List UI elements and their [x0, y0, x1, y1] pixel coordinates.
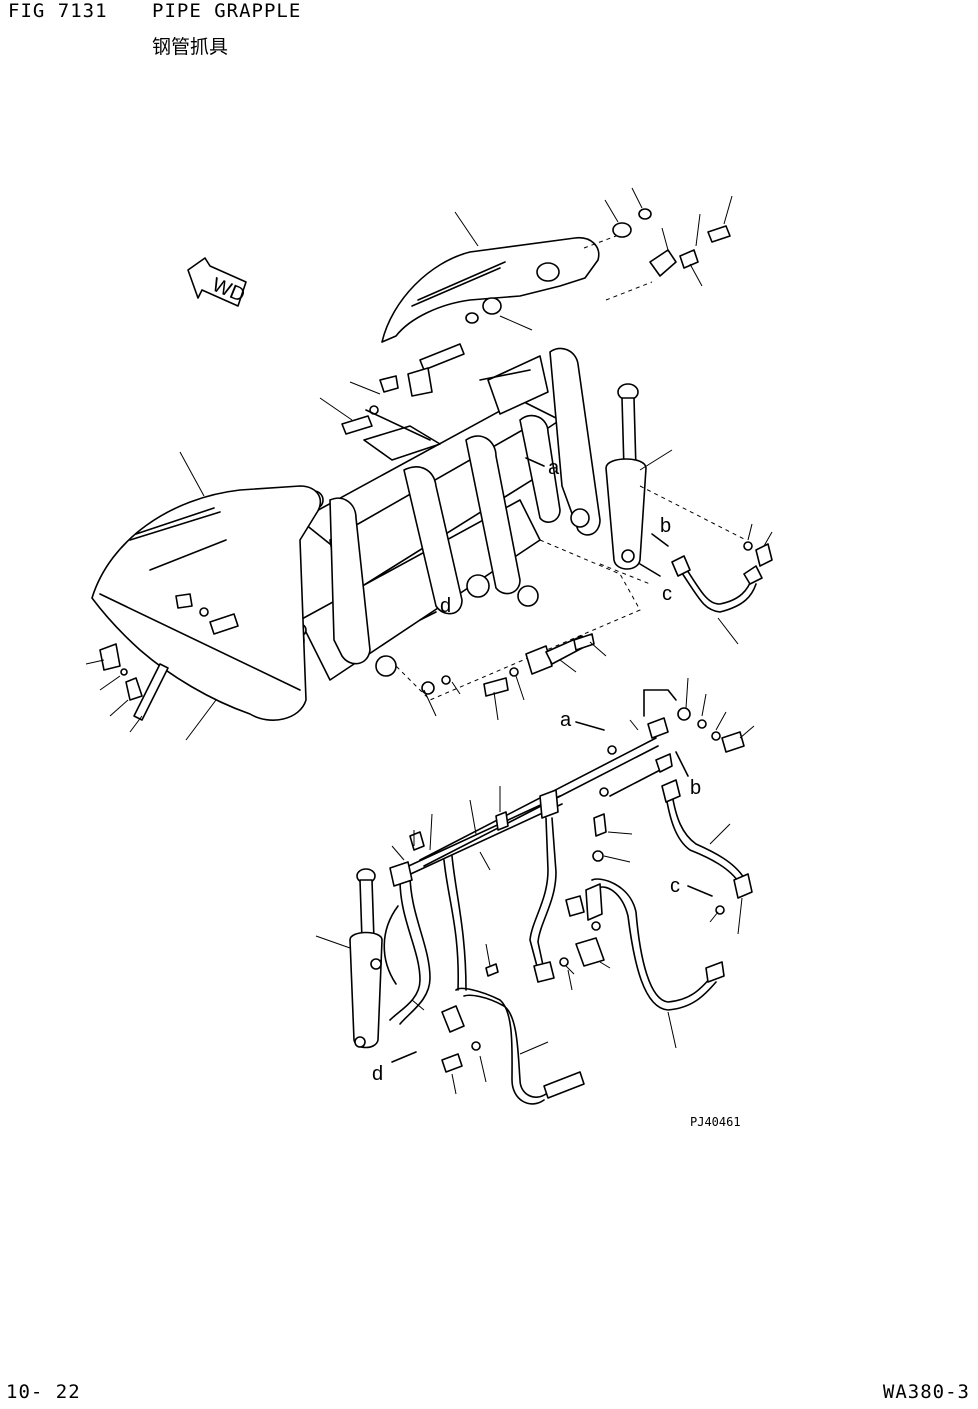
- hydraulic-cylinder-upper: [605, 383, 673, 570]
- hose-lower-right: [585, 779, 753, 1049]
- ref-a-lower: a: [560, 709, 572, 731]
- ref-b-lower: b: [690, 777, 701, 799]
- grapple-frame: [257, 347, 601, 681]
- leader-line: [454, 211, 479, 247]
- forward-arrow-icon: WD: [187, 257, 248, 307]
- pin-upper-left: [319, 343, 465, 435]
- hose-upper-right: [639, 485, 773, 645]
- forward-arrow-label: WD: [209, 274, 248, 307]
- ref-b-upper: b: [660, 515, 671, 537]
- ref-c-upper: c: [662, 583, 672, 605]
- figure-title: PIPE GRAPPLE: [152, 0, 302, 22]
- bracket-hardware: [643, 677, 755, 753]
- drawing-code: PJ40461: [690, 1115, 741, 1129]
- hydraulic-cylinder-lower: [315, 868, 383, 1049]
- ref-c-lower: c: [670, 875, 680, 897]
- grapple-bucket: [91, 451, 322, 721]
- top-clamp-arm: [381, 211, 600, 343]
- fitting-block: [559, 813, 633, 991]
- page-number: 10- 22: [6, 1381, 81, 1403]
- pin-lower-middle: [421, 633, 607, 721]
- lower-left-hardware: [85, 643, 217, 741]
- ref-a-upper: a: [548, 457, 560, 479]
- hose-lower-middle: [441, 943, 585, 1105]
- figure-subtitle: 钢管抓具: [152, 36, 229, 58]
- reference-bracket: [395, 539, 651, 701]
- reference-markers: a b c d a b c d: [372, 457, 713, 1085]
- figure-number: FIG 7131: [8, 0, 108, 22]
- hydraulic-piping-lower: [383, 717, 673, 1025]
- pin-hardware-top: [465, 187, 733, 331]
- ref-d-upper: d: [440, 595, 451, 617]
- model-number: WA380-3: [882, 1381, 970, 1403]
- ref-d-lower: d: [372, 1063, 383, 1085]
